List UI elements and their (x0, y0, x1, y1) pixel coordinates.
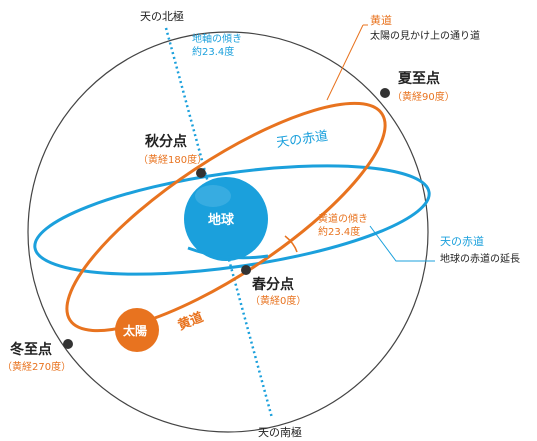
ecliptic-ellipse (65, 101, 387, 333)
earth (184, 177, 268, 261)
south-pole-label: 天の南極 (258, 425, 302, 439)
celestial-sphere (27, 31, 429, 433)
autumn-equinox-sub: （黄経180度） (138, 153, 207, 166)
ecliptic-title: 黄道 (370, 13, 392, 27)
winter-solstice-label: 冬至点 (10, 341, 52, 358)
north-pole-label: 天の北極 (140, 9, 184, 23)
axis-tilt-line2: 約23.4度 (192, 45, 234, 58)
equator-desc: 地球の赤道の延長 (440, 252, 520, 265)
summer-solstice-point (380, 88, 390, 98)
autumn-equinox-label: 秋分点 (145, 133, 187, 150)
summer-solstice-label: 夏至点 (398, 70, 440, 87)
summer-solstice-sub: （黄経90度） (392, 90, 455, 103)
celestial-equator-front (187, 246, 269, 260)
winter-solstice-point (63, 339, 73, 349)
autumn-equinox-point (196, 168, 206, 178)
earth-highlight (195, 185, 231, 207)
sun (115, 308, 159, 352)
ecliptic-leader (326, 24, 364, 101)
earth-axis (164, 27, 274, 419)
vernal-equinox-label: 春分点 (251, 276, 294, 293)
ecliptic-tilt-arc (284, 235, 298, 253)
celestial-equator-ellipse (33, 164, 431, 276)
ecliptic-tilt-line2: 約23.4度 (318, 225, 360, 238)
axis-tilt-line1: 地軸の傾き (192, 32, 242, 45)
sun-label: 太陽 (123, 323, 147, 338)
ecliptic-diagram-label: 黄道 (176, 309, 206, 334)
ecliptic-tilt-line1: 黄道の傾き (318, 212, 368, 225)
equator-leader (369, 225, 435, 262)
ecliptic-desc: 太陽の見かけ上の通り道 (370, 29, 480, 42)
equator-title: 天の赤道 (440, 234, 484, 248)
winter-solstice-sub: （黄経270度） (2, 360, 71, 373)
earth-label: 地球 (208, 212, 235, 228)
vernal-equinox-point (241, 265, 251, 275)
vernal-equinox-sub: （黄経0度） (250, 294, 306, 307)
equator-diagram-label: 天の赤道 (275, 129, 329, 151)
